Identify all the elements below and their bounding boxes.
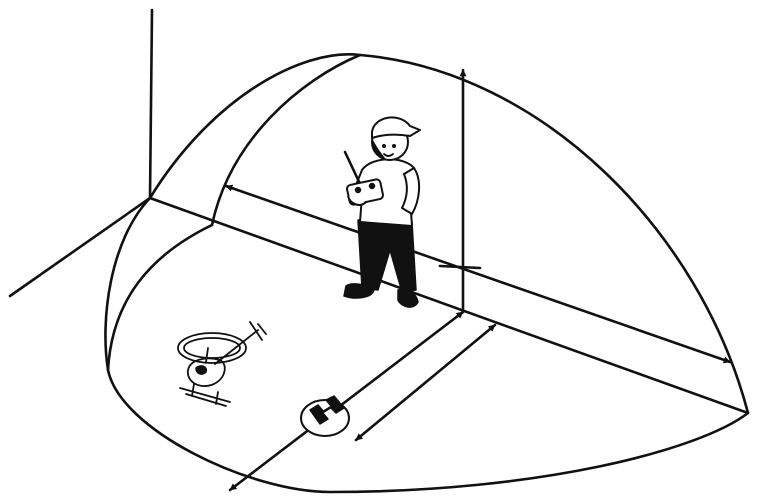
wall-corner-edge <box>148 8 154 200</box>
child-left-arm <box>401 167 420 215</box>
landing-pad-h-symbol <box>309 395 345 425</box>
child-eye-right <box>392 144 396 148</box>
distance-arrow <box>354 323 497 442</box>
operator-child-figure <box>343 116 421 308</box>
landing-pad-marker <box>300 395 350 437</box>
flight-dome-outline <box>104 53 750 494</box>
transmitter-stick-left <box>354 186 362 194</box>
measurement-arrows <box>224 68 732 492</box>
child-mouth <box>383 153 394 157</box>
rc-transmitter <box>343 150 384 206</box>
helicopter-rotor-disc <box>177 332 247 364</box>
transmitter-stick-right <box>368 182 376 190</box>
helicopter-skids <box>179 383 231 407</box>
child-left-shoe <box>343 283 375 299</box>
child-hand <box>347 195 367 206</box>
width-arrow <box>224 184 732 364</box>
dome-outer-curve <box>104 53 750 494</box>
depth-arrow <box>228 310 465 492</box>
child-eye-left <box>382 144 386 148</box>
helicopter-rotor-mast <box>205 347 209 363</box>
helicopter-canopy <box>195 365 208 375</box>
helicopter-tail-boom <box>214 329 259 365</box>
dome-inner-arc <box>210 53 362 227</box>
height-arrow-base-tick <box>438 264 482 270</box>
child-cap <box>371 116 421 139</box>
dome-base-curve <box>106 223 214 372</box>
floor-wall-left-edge <box>8 196 152 298</box>
child-shirt <box>353 158 419 227</box>
helicopter-rotor-inner <box>183 337 241 359</box>
rc-helicopter <box>177 321 267 407</box>
child-pants <box>357 219 417 293</box>
child-right-shoe <box>397 288 419 308</box>
child-hair <box>371 139 385 159</box>
helicopter-tail-rotor <box>249 321 267 341</box>
helicopter-body <box>187 357 226 387</box>
